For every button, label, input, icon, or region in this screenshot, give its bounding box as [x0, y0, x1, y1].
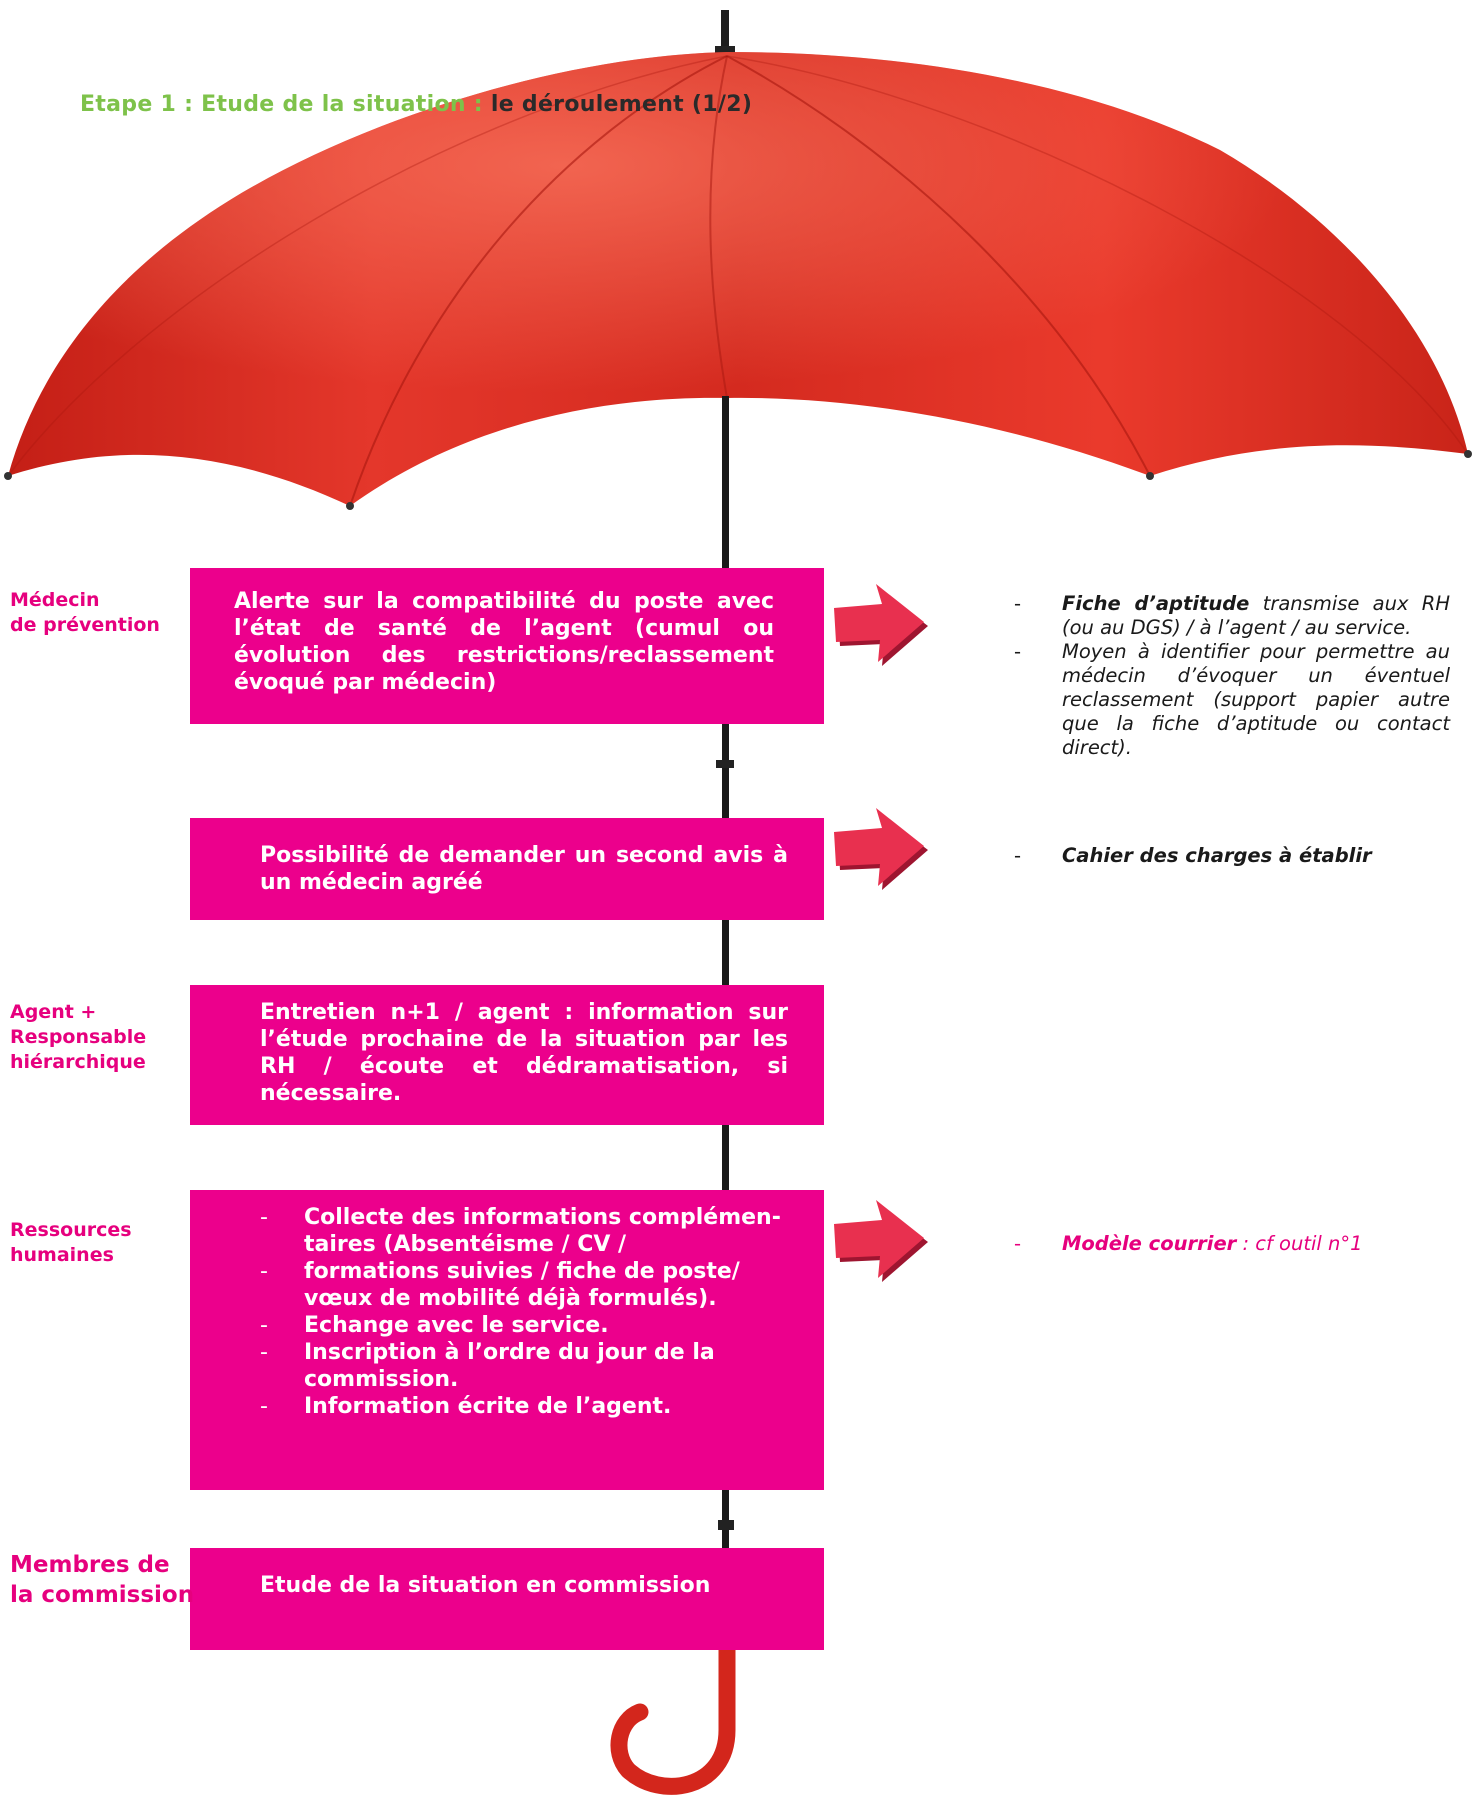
box-alerte-text: Alerte sur la compatibilité du poste ave…	[234, 589, 774, 695]
step-title: Etape 1 : Etude de la situation :	[80, 92, 491, 117]
step-subtitle: le déroulement (1/2)	[490, 92, 753, 117]
rh-task-item: formations suivies / fiche de poste/ vœu…	[260, 1258, 788, 1312]
rh-task-item: Collecte des informations complémen-tair…	[260, 1204, 788, 1258]
box-commission-text: Etude de la situation en commission	[260, 1573, 711, 1598]
note-rh: Modèle courrier : cf outil n°1	[1010, 1232, 1450, 1256]
actor-ressources-humaines: Ressources humaines	[10, 1219, 132, 1266]
note-modele-rest: : cf outil n°1	[1236, 1232, 1363, 1255]
note-item: Moyen à identifier pour permettre au méd…	[1010, 640, 1450, 760]
note-fiche-rest: transmise aux RH (ou au DGS) / à l’agent…	[1062, 592, 1451, 639]
box-ressources-humaines: Collecte des informations complémen-tair…	[190, 1190, 824, 1490]
box-commission: Etude de la situation en commission	[190, 1548, 824, 1650]
box-second-avis: Possibilité de demander un second avis à…	[190, 818, 824, 920]
note-medecin: Fiche d’aptitude transmise aux RH (ou au…	[1010, 592, 1450, 760]
note-fiche-title: Fiche d’aptitude	[1062, 592, 1250, 615]
rh-task-item: Information écrite de l’agent.	[260, 1393, 788, 1420]
note-cahier: Cahier des charges à établir	[1062, 844, 1372, 867]
note-item: Fiche d’aptitude transmise aux RH (ou au…	[1010, 592, 1450, 640]
note-item: Cahier des charges à établir	[1010, 844, 1450, 868]
box-entretien-text: Entretien n+1 / agent : information sur …	[260, 1000, 788, 1106]
box-alerte: Alerte sur la compatibilité du poste ave…	[190, 568, 824, 724]
rh-task-item: Echange avec le service.	[260, 1312, 788, 1339]
arrow-right-icon	[834, 1200, 928, 1282]
note-modele-title: Modèle courrier	[1062, 1232, 1237, 1255]
box-second-avis-text: Possibilité de demander un second avis à…	[260, 843, 788, 895]
actor-agent-responsable: Agent + Responsable hiérarchique	[10, 1001, 147, 1073]
note-second-avis: Cahier des charges à établir	[1010, 844, 1450, 868]
actor-membres-commission: Membres de la commission	[10, 1552, 195, 1608]
actor-medecin: Médecin de prévention	[10, 589, 160, 636]
arrow-right-icon	[834, 808, 928, 890]
arrow-right-icon	[834, 584, 928, 666]
page-title: Etape 1 : Etude de la situation : le dér…	[80, 92, 752, 117]
box-entretien: Entretien n+1 / agent : information sur …	[190, 985, 824, 1125]
note-item: Modèle courrier : cf outil n°1	[1010, 1232, 1450, 1256]
rh-task-item: Inscription à l’ordre du jour de la comm…	[260, 1339, 788, 1393]
rh-task-list: Collecte des informations complémen-tair…	[260, 1204, 788, 1420]
